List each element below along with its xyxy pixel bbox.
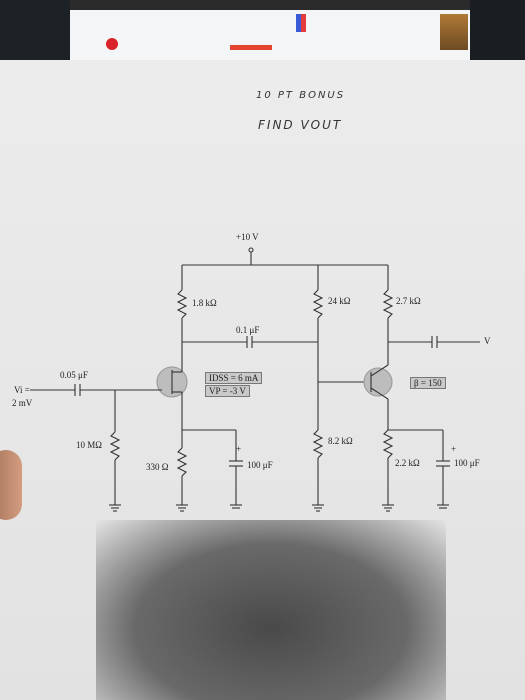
finger [0, 450, 22, 520]
label-beta: β = 150 [410, 377, 446, 389]
label-r-2p7k: 2.7 kΩ [396, 296, 421, 306]
label-c-in: 0.05 μF [60, 370, 88, 380]
resistor-1p8k [176, 289, 188, 319]
monitor-bezel-left [0, 0, 70, 70]
label-r-source: 330 Ω [146, 462, 169, 472]
label-idss: IDSS = 6 mA [205, 372, 263, 384]
resistor-24k [312, 289, 324, 319]
label-plus-source: + [236, 444, 242, 454]
screen-thumbnail [440, 14, 468, 50]
bjt-transistor [363, 367, 393, 397]
screen-red-bar [230, 45, 272, 50]
label-r-8p2k: 8.2 kΩ [328, 436, 353, 446]
screen-toolbar [70, 0, 470, 10]
label-supply: +10 V [236, 232, 259, 242]
hand-shadow [96, 520, 446, 700]
label-vp: VP = -3 V [205, 385, 250, 397]
label-r-gate: 10 MΩ [76, 440, 102, 450]
label-c-0p1u: 0.1 μF [236, 325, 260, 335]
resistor-10m [109, 431, 121, 461]
handwritten-find-vout: FIND VOUT [258, 118, 343, 132]
handwritten-bonus: 10 PT BONUS [256, 90, 346, 101]
label-r-24k: 24 kΩ [328, 296, 351, 306]
label-plus-emitter: + [451, 444, 457, 454]
label-vout: V [484, 336, 491, 346]
flag-icon [296, 14, 306, 32]
label-r-drain: 1.8 kΩ [192, 298, 217, 308]
label-r-emitter: 2.2 kΩ [395, 458, 420, 468]
red-app-icon [106, 38, 118, 50]
resistor-2p7k [382, 289, 394, 319]
supply-node [248, 247, 254, 253]
label-vi-value: 2 mV [12, 398, 33, 408]
label-c-emitter: 100 μF [454, 458, 480, 468]
monitor-screen [70, 0, 470, 62]
monitor-background [0, 0, 525, 70]
resistor-8p2k [312, 429, 324, 459]
resistor-2p2k [382, 429, 394, 459]
label-vi: Vi = [14, 385, 30, 395]
label-c-source: 100 μF [247, 460, 273, 470]
resistor-330 [176, 447, 188, 477]
monitor-bezel-right [470, 0, 525, 70]
